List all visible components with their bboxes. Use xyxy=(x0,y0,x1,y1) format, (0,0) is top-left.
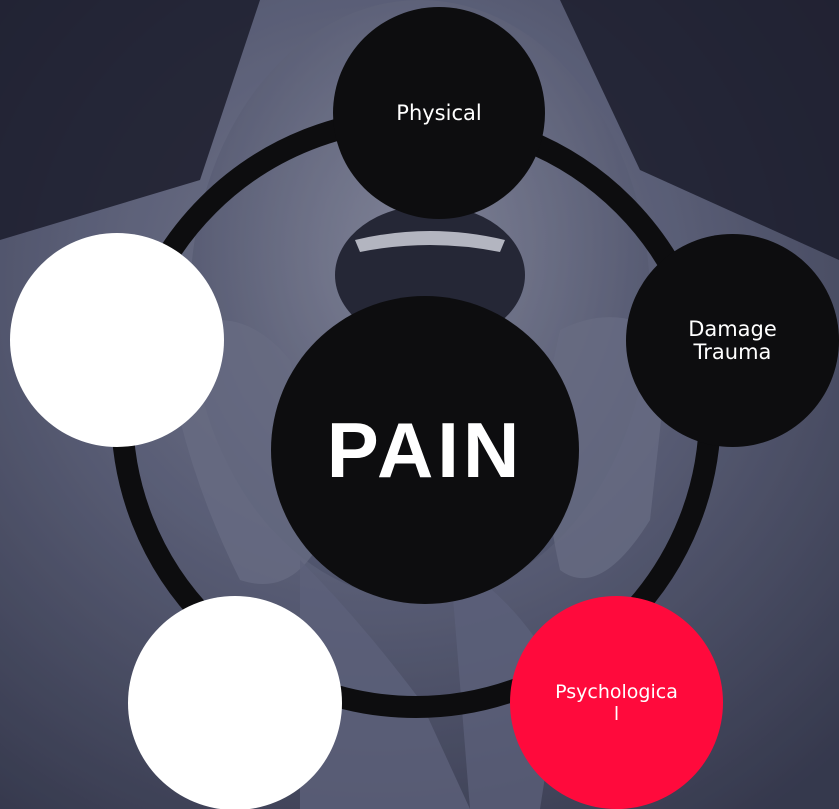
node-blank-bottom xyxy=(128,596,342,809)
center-label: PAIN xyxy=(327,405,524,496)
node-psychological: Psychologica l xyxy=(510,596,723,809)
center-node: PAIN xyxy=(271,296,579,604)
node-psychological-label-line2: l xyxy=(542,703,692,725)
node-blank-left xyxy=(10,233,224,447)
node-physical-label: Physical xyxy=(396,102,481,125)
node-psychological-label-line1: Psychologica xyxy=(542,681,692,703)
node-physical: Physical xyxy=(333,7,545,219)
node-damage-trauma: Damage Trauma xyxy=(626,234,839,447)
node-damage-label-line1: Damage xyxy=(688,318,777,341)
node-damage-label-line2: Trauma xyxy=(694,341,772,364)
